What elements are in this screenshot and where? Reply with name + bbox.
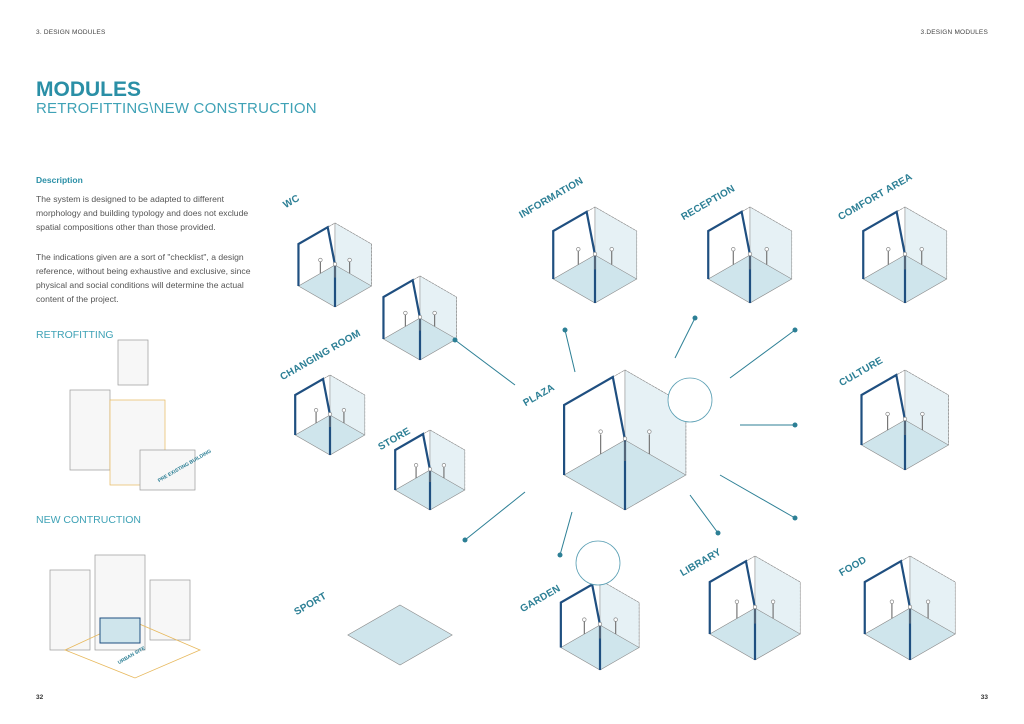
information-room-right-wall — [594, 206, 638, 280]
information-room-person-head — [609, 247, 614, 252]
page-subtitle: RETROFITTING\NEW CONSTRUCTION — [36, 100, 317, 117]
page-number-right: 33 — [980, 694, 988, 701]
comfort-room-person-head — [902, 251, 908, 257]
garden-room-person-head — [582, 617, 587, 622]
wc-room-a-wall-edge — [297, 225, 337, 307]
culture-room-person-head — [920, 411, 925, 417]
connector-line — [464, 491, 526, 541]
changing-room-person-head — [341, 408, 347, 413]
connector-dot — [692, 315, 698, 321]
connector-line — [719, 474, 796, 519]
wc-room-b-person-head — [432, 310, 437, 316]
reception-room-person-head — [764, 247, 769, 252]
changing-room-person-head — [313, 408, 319, 413]
connector-dot — [792, 422, 798, 428]
comfort-room-person-head — [886, 247, 891, 252]
plaza-room-person-head — [647, 429, 652, 434]
information-room-person-head — [592, 251, 598, 257]
store-room-outline — [394, 429, 466, 490]
library-room-person-head — [752, 604, 758, 610]
page-title: MODULES — [36, 78, 141, 101]
description-paragraph-2: The indications given are a sort of "che… — [36, 252, 251, 304]
garden-room-person-head — [613, 617, 618, 622]
plaza-tree-icon — [667, 377, 713, 423]
reception-room-person-head — [747, 251, 753, 257]
wc-room-a-person-head — [332, 262, 338, 267]
reception-room-wall-edge — [707, 210, 752, 303]
information-room-person-head — [576, 247, 581, 252]
reception-room-right-wall — [749, 206, 793, 280]
garden-room-person-head — [597, 621, 603, 627]
wc-room-a-person-head — [347, 257, 352, 263]
connector-dot — [462, 537, 468, 543]
newbuild-building-a — [49, 569, 91, 651]
retrofit-building-c — [139, 449, 196, 491]
library-room-person-head — [734, 599, 740, 604]
store-room-wall-edge — [394, 432, 432, 510]
changing-room-outline — [294, 374, 366, 435]
changing-room-person-head — [327, 412, 333, 417]
food-room-person-head — [907, 604, 913, 610]
wc-room-a-person-head — [318, 257, 323, 263]
culture-room-wall-edge — [860, 373, 907, 470]
description-heading: Description — [36, 175, 83, 185]
connector-dot — [557, 552, 563, 558]
food-room-wall-edge — [863, 559, 912, 660]
sport-field-floor — [347, 604, 453, 666]
connector-line — [674, 317, 696, 359]
library-room-wall-edge — [708, 559, 757, 660]
reception-room-person-head — [731, 247, 736, 252]
connector-dot — [792, 515, 798, 521]
connector-dot — [562, 327, 568, 333]
store-room-person-head — [441, 463, 447, 468]
wc-room-b-person-head — [403, 310, 408, 316]
store-room-person-head — [427, 467, 433, 472]
food-room-person-head — [925, 599, 931, 604]
retrofit-module-stack — [117, 339, 149, 386]
information-room-wall-edge — [552, 210, 597, 303]
culture-room-person-head — [902, 416, 908, 422]
changing-room-wall-edge — [294, 377, 332, 455]
comfort-room-wall-edge — [862, 210, 907, 303]
connector-line — [559, 511, 573, 556]
wc-room-b-wall-edge — [382, 278, 422, 360]
wc-room-b-person-head — [417, 315, 423, 320]
comfort-room-person-head — [919, 247, 924, 252]
new-construction-heading: NEW CONTRUCTION — [36, 514, 141, 526]
connector-dot — [792, 327, 798, 333]
connector-dot — [452, 337, 458, 343]
garden-tree-icon — [575, 540, 621, 586]
retrofit-building-a — [69, 389, 111, 471]
newbuild-module — [99, 617, 141, 644]
plaza-room-person-head — [598, 429, 603, 434]
page-number-left: 32 — [36, 694, 44, 701]
culture-room-person-head — [885, 411, 890, 417]
library-room-person-head — [770, 599, 776, 604]
food-room-person-head — [889, 599, 895, 604]
store-room-person-head — [413, 463, 419, 468]
plaza-room-person-head — [622, 436, 628, 441]
connector-line — [729, 329, 796, 379]
section-header-right: 3.DESIGN MODULES — [920, 29, 988, 36]
connector-dot — [715, 530, 721, 536]
plaza-room-wall-edge — [562, 375, 627, 510]
description-paragraph-1: The system is designed to be adapted to … — [36, 194, 249, 232]
connector-line — [689, 494, 719, 534]
connector-line — [454, 339, 516, 386]
newbuild-building-c — [149, 579, 191, 641]
retrofitting-heading: RETROFITTING — [36, 329, 114, 341]
connector-line — [564, 329, 576, 373]
comfort-room-right-wall — [904, 206, 948, 280]
section-header-left: 3. DESIGN MODULES — [36, 29, 106, 36]
